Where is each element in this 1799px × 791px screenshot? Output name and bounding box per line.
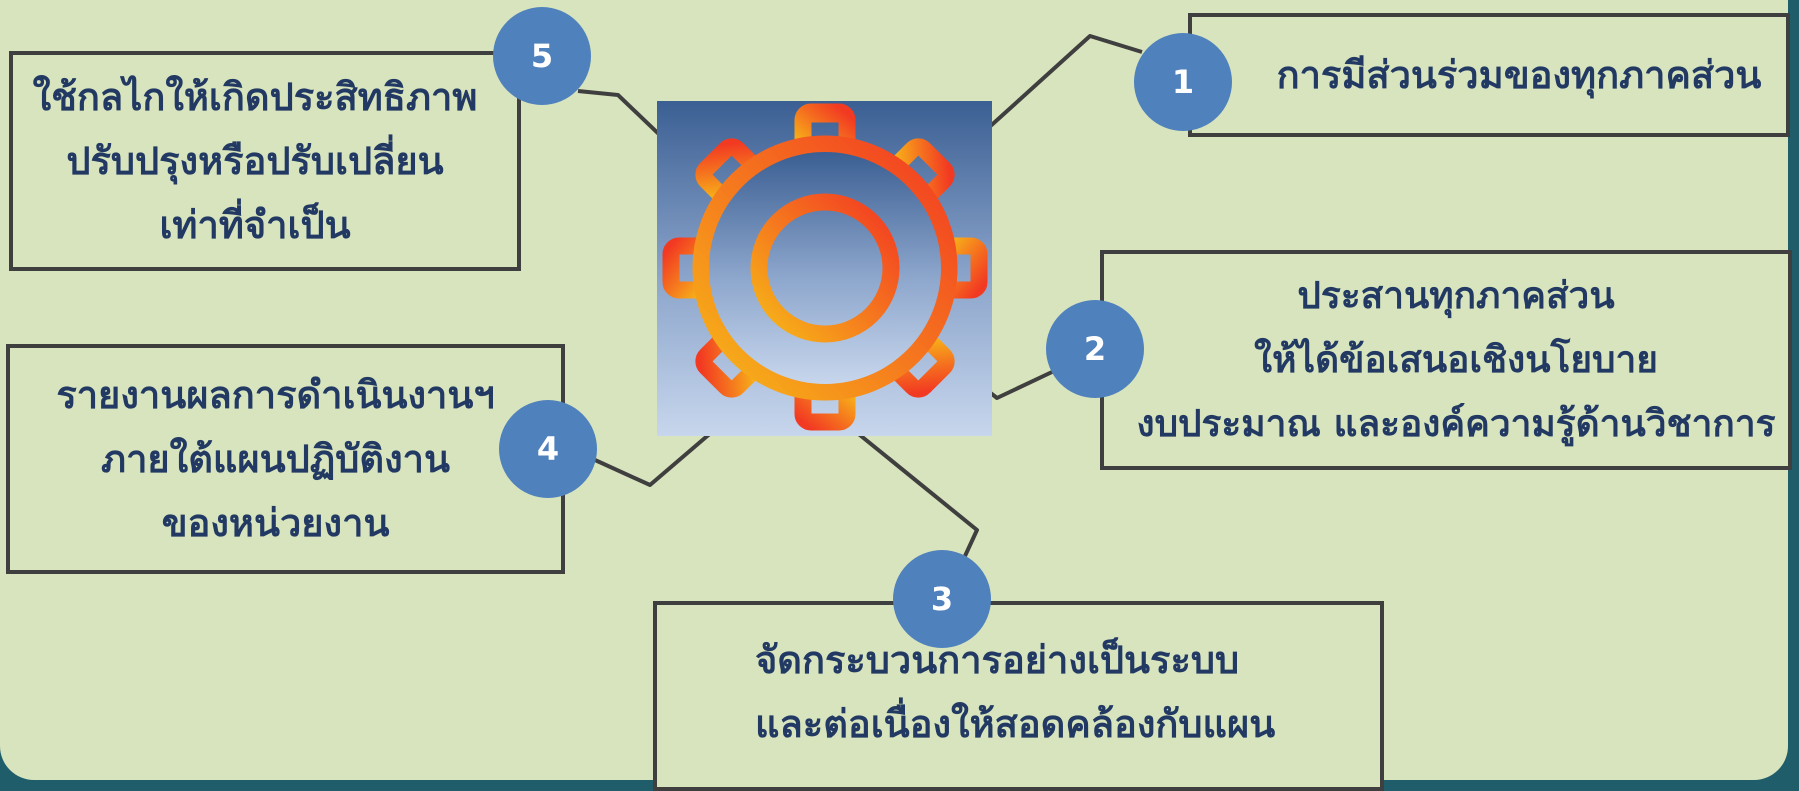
step-2-line-1: ประสานทุกภาคส่วน (1297, 274, 1615, 317)
step-2-box: ประสานทุกภาคส่วน ให้ได้ข้อเสนอเชิงนโยบาย… (1100, 250, 1792, 470)
step-5-line-3: เท่าที่จำเป็น (159, 203, 351, 247)
step-2-number: 2 (1046, 300, 1144, 398)
step-3-line-1: จัดกระบวนการอย่างเป็นระบบ (755, 638, 1240, 682)
step-3-number: 3 (893, 550, 991, 648)
step-4-box: รายงานผลการดำเนินงานฯ ภายใต้แผนปฏิบัติงา… (6, 344, 565, 574)
step-4-line-1: รายงานผลการดำเนินงานฯ (56, 373, 495, 417)
step-1-line-1: การมีส่วนร่วมของทุกภาคส่วน (1276, 53, 1762, 97)
step-3-box: จัดกระบวนการอย่างเป็นระบบ และต่อเนื่องให… (653, 601, 1384, 791)
connector-3 (848, 425, 979, 557)
step-3-line-2: และต่อเนื่องให้สอดคล้องกับแผน (755, 702, 1276, 746)
step-4-number: 4 (499, 400, 597, 498)
step-4-line-3: ของหน่วยงาน (161, 501, 390, 545)
step-5-box: ใช้กลไกให้เกิดประสิทธิภาพ ปรับปรุงหรือปร… (9, 51, 521, 271)
step-5-line-2: ปรับปรุงหรือปรับเปลี่ยน (66, 139, 444, 183)
gear-icon (657, 101, 992, 436)
connector-1 (973, 34, 1143, 142)
step-4-line-2: ภายใต้แผนปฏิบัติงาน (101, 437, 450, 481)
step-2-line-2: ให้ได้ข้อเสนอเชิงนโยบาย (1254, 338, 1658, 381)
step-1-box: การมีส่วนร่วมของทุกภาคส่วน (1188, 13, 1790, 137)
step-2-line-3: งบประมาณ และองค์ความรู้ด้านวิชาการ (1136, 402, 1776, 445)
step-1-number: 1 (1134, 33, 1232, 131)
step-5-line-1: ใช้กลไกให้เกิดประสิทธิภาพ (32, 75, 478, 119)
step-5-number: 5 (493, 7, 591, 105)
